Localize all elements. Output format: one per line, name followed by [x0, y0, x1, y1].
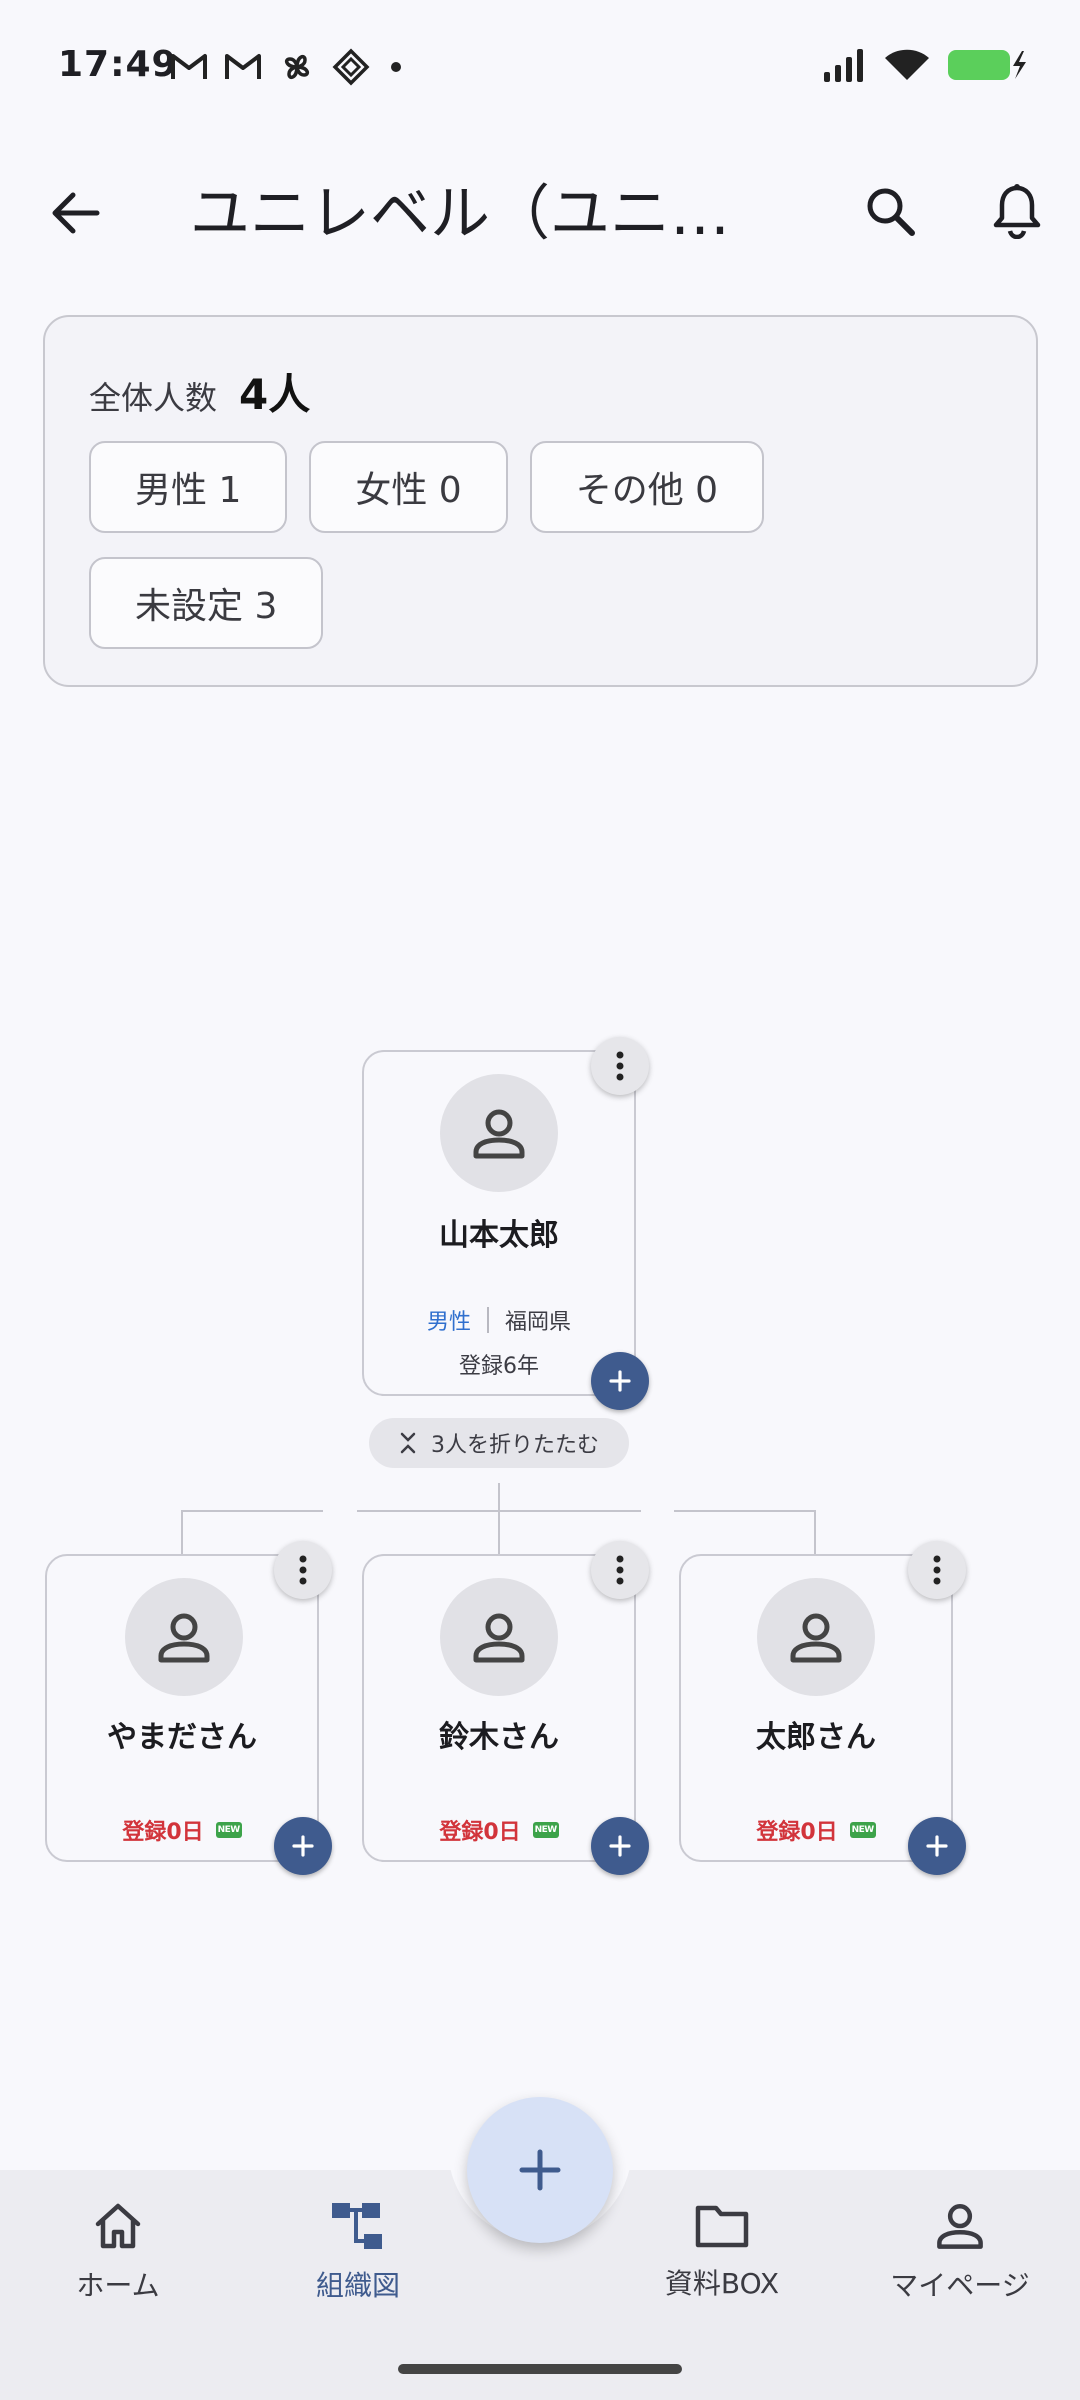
- collapse-label: 3人を折りたたむ: [431, 1433, 599, 1458]
- member-name: 太郎さん: [756, 1720, 876, 1755]
- person-icon: [473, 1613, 525, 1663]
- new-badge: NEW: [532, 1822, 559, 1838]
- bell-icon: [993, 184, 1041, 239]
- add-member-button[interactable]: [591, 1817, 649, 1875]
- nav-label: マイページ: [890, 2269, 1030, 2302]
- tree-connector: [498, 1510, 500, 1554]
- member-gender: 男性: [426, 1310, 471, 1335]
- nav-label: 資料BOX: [664, 2267, 780, 2300]
- signal-icon: [824, 49, 863, 82]
- nav-label: ホーム: [76, 2269, 160, 2302]
- more-notifications-icon: [391, 62, 401, 72]
- avatar: [757, 1578, 875, 1696]
- page-title: ユニレベル（ユニレベル）: [190, 179, 770, 249]
- total-count-label: 全体人数: [89, 379, 218, 417]
- member-summary-card: 全体人数 4人 男性 1 女性 0 その他 0 未設定 3: [43, 315, 1038, 687]
- pinwheel-icon: [284, 54, 310, 80]
- more-options-button[interactable]: [274, 1541, 332, 1599]
- tree-connector: [814, 1510, 816, 1554]
- person-icon: [790, 1613, 842, 1663]
- tree-connector: [498, 1483, 500, 1511]
- total-count-value: 4人: [239, 370, 311, 419]
- add-member-button[interactable]: [274, 1817, 332, 1875]
- registration-days: 登録0日: [439, 1820, 521, 1845]
- registration-days: 登録0日: [756, 1820, 838, 1845]
- new-badge: NEW: [849, 1822, 876, 1838]
- home-indicator[interactable]: [398, 2364, 682, 2374]
- person-icon: [937, 2204, 983, 2249]
- more-options-button[interactable]: [908, 1541, 966, 1599]
- member-registration: 登録0日 NEW: [364, 1814, 634, 1846]
- add-member-button[interactable]: [908, 1817, 966, 1875]
- member-name: 山本太郎: [439, 1218, 559, 1253]
- status-time: 17:49: [58, 44, 178, 85]
- member-registration: 登録0日 NEW: [681, 1814, 951, 1846]
- member-card-child[interactable]: やまださん 登録0日 NEW: [45, 1554, 319, 1862]
- chip-male[interactable]: 男性 1: [89, 441, 288, 533]
- search-icon: [867, 188, 915, 236]
- member-registration: 登録0日 NEW: [47, 1814, 317, 1846]
- chip-female[interactable]: 女性 0: [309, 441, 508, 533]
- more-options-button[interactable]: [591, 1037, 649, 1095]
- plus-icon: [609, 1835, 631, 1857]
- person-icon: [473, 1109, 525, 1159]
- gmail-icon: [171, 54, 207, 79]
- plus-icon: [926, 1835, 948, 1857]
- member-registration: 登録6年: [459, 1354, 539, 1379]
- avatar: [440, 1074, 558, 1192]
- search-button[interactable]: [855, 176, 925, 246]
- nav-item-home[interactable]: ホーム: [8, 2200, 228, 2304]
- gmail-icon: [225, 54, 261, 79]
- member-card-root[interactable]: 山本太郎 男性 福岡県 登録6年: [362, 1050, 636, 1396]
- new-badge: NEW: [215, 1822, 242, 1838]
- plus-icon: [609, 1370, 631, 1392]
- more-vert-icon: [299, 1555, 307, 1585]
- divider: [487, 1307, 489, 1333]
- chip-other[interactable]: その他 0: [529, 441, 765, 533]
- notifications-button[interactable]: [982, 176, 1052, 246]
- avatar: [125, 1578, 243, 1696]
- collapse-children-button[interactable]: 3人を折りたたむ: [369, 1418, 629, 1468]
- nav-item-my-page[interactable]: マイページ: [850, 2200, 1070, 2304]
- more-options-button[interactable]: [591, 1541, 649, 1599]
- add-fab-button[interactable]: [467, 2097, 613, 2243]
- member-card-child[interactable]: 鈴木さん 登録0日 NEW: [362, 1554, 636, 1862]
- collapse-icon: [400, 1432, 416, 1454]
- battery-charging-icon: [948, 50, 1026, 80]
- more-vert-icon: [933, 1555, 941, 1585]
- tree-connector: [181, 1510, 323, 1512]
- system-icons: [822, 48, 1030, 82]
- plus-icon: [292, 1835, 314, 1857]
- back-button[interactable]: [40, 178, 110, 248]
- plus-icon: [519, 2149, 561, 2191]
- status-bar: 17:49: [0, 0, 1080, 136]
- avatar: [440, 1578, 558, 1696]
- gender-chips: 男性 1 女性 0 その他 0 未設定 3: [89, 441, 1009, 649]
- member-name: 鈴木さん: [439, 1720, 559, 1755]
- folder-icon: [695, 2205, 749, 2248]
- member-prefecture: 福岡県: [505, 1310, 572, 1335]
- person-icon: [158, 1613, 210, 1663]
- wifi-icon: [885, 49, 929, 80]
- more-vert-icon: [616, 1051, 624, 1081]
- org-chart-icon: [332, 2203, 382, 2249]
- nav-label: 組織図: [315, 2269, 400, 2302]
- registration-days: 登録0日: [122, 1820, 204, 1845]
- more-vert-icon: [616, 1555, 624, 1585]
- nav-item-document-box[interactable]: 資料BOX: [612, 2200, 832, 2302]
- add-member-button[interactable]: [591, 1352, 649, 1410]
- notification-icons: [170, 48, 406, 86]
- tree-connector: [674, 1510, 816, 1512]
- member-name: やまださん: [107, 1720, 257, 1755]
- total-count-row: 全体人数 4人: [89, 361, 310, 422]
- arrow-back-icon: [52, 192, 100, 234]
- nav-item-org-chart[interactable]: 組織図: [248, 2200, 468, 2304]
- member-gender-prefecture: 男性 福岡県: [364, 1304, 634, 1336]
- chip-unset[interactable]: 未設定 3: [89, 557, 324, 649]
- home-icon: [95, 2203, 141, 2249]
- app-bar: ユニレベル（ユニレベル）: [0, 150, 1080, 270]
- diamond-app-icon: [332, 48, 370, 86]
- member-card-child[interactable]: 太郎さん 登録0日 NEW: [679, 1554, 953, 1862]
- tree-connector: [181, 1510, 183, 1554]
